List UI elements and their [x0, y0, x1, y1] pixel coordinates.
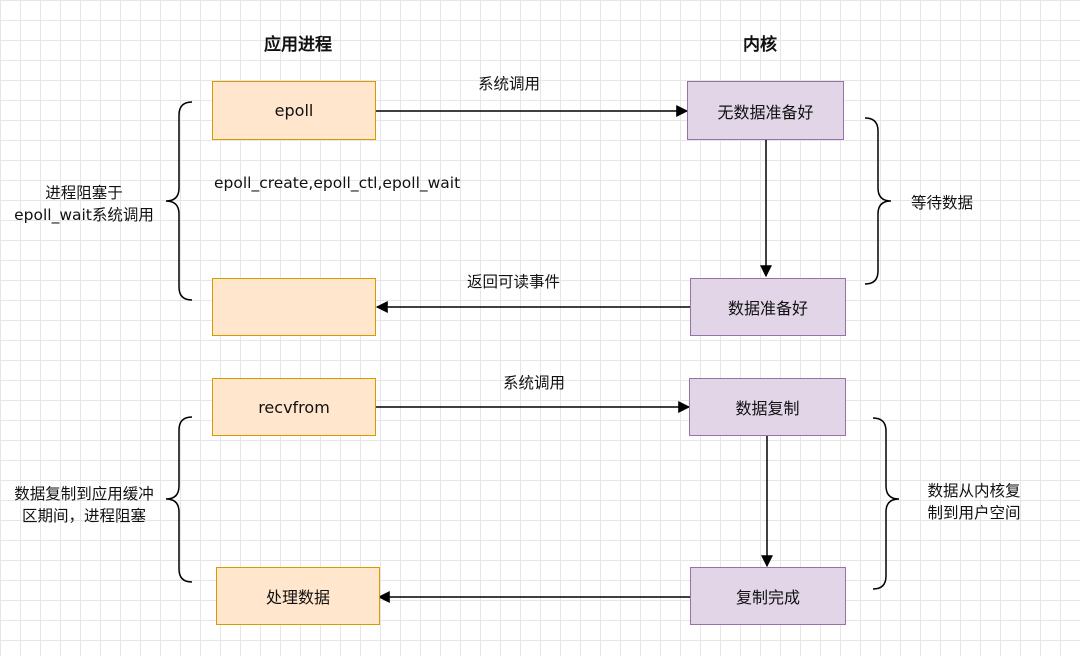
header-app-process: 应用进程 [264, 35, 332, 55]
label-blocked-line1: 进程阻塞于 [45, 184, 123, 202]
header-kernel: 内核 [743, 35, 777, 55]
label-kernel-copy-line1: 数据从内核复 [927, 482, 1021, 500]
label-copy-app-line1: 数据复制到应用缓冲 [14, 485, 154, 503]
node-no-data-ready: 无数据准备好 [687, 81, 844, 140]
label-blocked-on-epoll-wait: 进程阻塞于 epoll_wait系统调用 [4, 182, 164, 226]
brace-wait-data [864, 117, 892, 285]
label-syscall-2: 系统调用 [503, 374, 566, 392]
brace-kernel-copy [872, 417, 900, 590]
label-copy-to-app-blocked: 数据复制到应用缓冲 区期间，进程阻塞 [2, 483, 166, 527]
label-copy-app-line2: 区期间，进程阻塞 [21, 507, 146, 525]
node-app-empty [212, 278, 376, 336]
node-recvfrom: recvfrom [212, 378, 376, 436]
label-wait-data: 等待数据 [911, 194, 974, 212]
label-kernel-copy-line2: 制到用户空间 [927, 504, 1021, 522]
node-data-ready: 数据准备好 [690, 278, 846, 336]
brace-blocked-epoll [165, 101, 193, 301]
label-return-readable: 返回可读事件 [467, 273, 561, 291]
label-blocked-line2: epoll_wait系统调用 [14, 206, 154, 224]
label-epoll-functions: epoll_create,epoll_ctl,epoll_wait [214, 174, 461, 192]
brace-copy-to-app [165, 416, 193, 583]
node-process-data: 处理数据 [216, 567, 380, 625]
label-syscall-1: 系统调用 [478, 75, 541, 93]
node-data-copy: 数据复制 [689, 378, 846, 436]
label-kernel-to-user-copy: 数据从内核复 制到用户空间 [912, 480, 1036, 524]
node-copy-done: 复制完成 [690, 567, 846, 625]
node-epoll: epoll [212, 81, 376, 140]
